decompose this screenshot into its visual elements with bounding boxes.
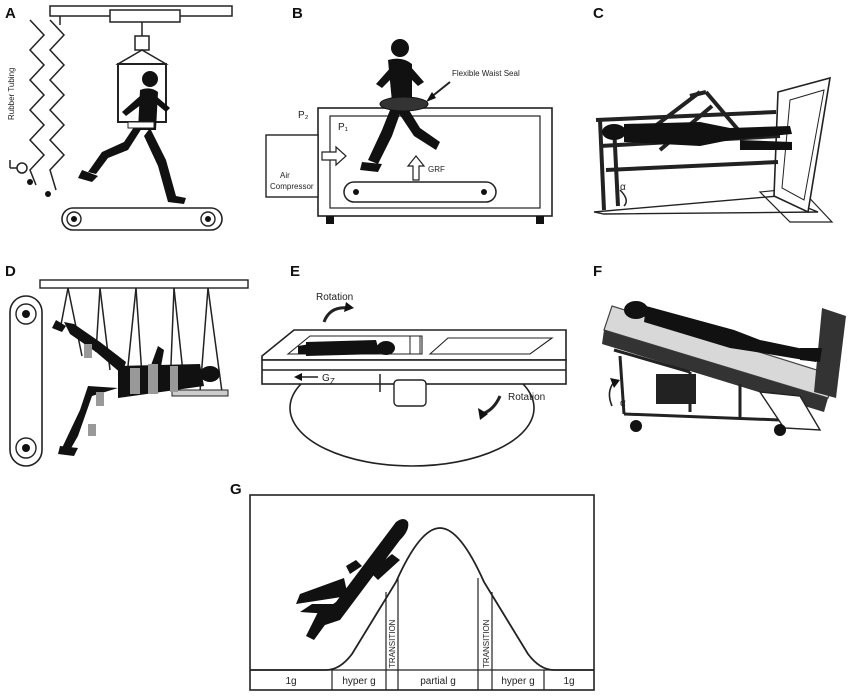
reel: [16, 162, 28, 174]
runner-silhouette-b: [360, 39, 440, 172]
waist-belt: [127, 121, 155, 129]
panel-a: A Rubber Tubing: [5, 5, 233, 231]
airplane-silhouette: [296, 519, 409, 640]
parabolic-flight-curve: [250, 527, 594, 671]
panel-a-label: A: [5, 5, 16, 22]
rubber-tubing-1: [28, 19, 46, 186]
panel-c-label: C: [593, 5, 604, 22]
segment-transition-left: TRANSITION: [388, 619, 397, 668]
segment-hyper-g-left: hyper g: [342, 676, 375, 687]
harness-straps-d: [84, 344, 178, 436]
p2-label: P₂: [298, 110, 309, 121]
panel-e-label: E: [290, 263, 300, 280]
supine-person-f: [624, 301, 822, 362]
p1-label: P₁: [338, 122, 349, 133]
gz-subscript: Z: [330, 377, 335, 386]
rotation-label-right: Rotation: [508, 392, 545, 403]
rotation-label-top: Rotation: [316, 292, 353, 303]
rubber-tubing-2: [48, 19, 66, 191]
air-compressor: [265, 134, 319, 198]
supine-person-e: [298, 340, 395, 356]
treadmill-belt-b: [343, 181, 497, 203]
compressor-label-1: Air: [280, 171, 290, 180]
alpha-label-f: α: [620, 398, 626, 409]
panel-f: F α: [593, 263, 846, 436]
segment-1g-left: 1g: [285, 676, 296, 687]
wheel-f-2: [774, 424, 786, 436]
alpha-label-c: α: [620, 182, 626, 193]
segment-1g-right: 1g: [563, 676, 574, 687]
panel-e: E G Z Rotation Rotation: [261, 263, 567, 467]
rotation-arrow-top: [322, 306, 349, 323]
rotation-arrow-right: [481, 395, 502, 416]
treadmill-belt-a: [61, 207, 223, 231]
segment-partial-g: partial g: [420, 676, 456, 687]
harness-yoke: [115, 49, 169, 65]
gz-label: G: [322, 373, 330, 384]
vertical-treadmill-d: [9, 295, 43, 467]
panel-g-label: G: [230, 481, 242, 498]
pulley-box: [134, 35, 150, 51]
flight-profile-box: [249, 494, 595, 691]
segment-transition-right: TRANSITION: [482, 619, 491, 668]
panel-c: C α: [593, 5, 834, 223]
base-plate-c: [593, 195, 819, 215]
rubber-tubing-label: Rubber Tubing: [7, 68, 16, 120]
segment-hyper-g-right: hyper g: [501, 676, 534, 687]
compressor-label-2: Compressor: [270, 182, 314, 191]
waist-seal-label: Flexible Waist Seal: [452, 69, 520, 78]
segment-dividers: [331, 578, 545, 690]
wheel-f-1: [630, 420, 642, 432]
flexible-waist-seal: [379, 96, 429, 112]
panel-g: G 1g hyper g TRANSITION partial g TRANSI…: [230, 481, 595, 691]
trolley: [109, 9, 181, 23]
footplate-f: [814, 308, 846, 398]
grf-arrow: [406, 155, 426, 181]
panel-f-label: F: [593, 263, 602, 280]
panel-d: D: [5, 263, 249, 467]
air-flow-arrow: [321, 145, 347, 167]
panel-d-label: D: [5, 263, 16, 280]
rotation-pivot-e: [393, 379, 427, 407]
lbpp-chamber-outer: [317, 107, 553, 217]
panel-b-label: B: [292, 5, 303, 22]
grf-label: GRF: [428, 165, 445, 174]
overhead-rail-d: [39, 279, 249, 289]
runner-silhouette-a: [78, 71, 186, 204]
lbpp-chamber-inner: [329, 115, 541, 209]
supine-person-c: [602, 122, 792, 150]
panel-b: B Air Compressor P₂ P₁ GRF Flexible Wais…: [265, 5, 553, 224]
